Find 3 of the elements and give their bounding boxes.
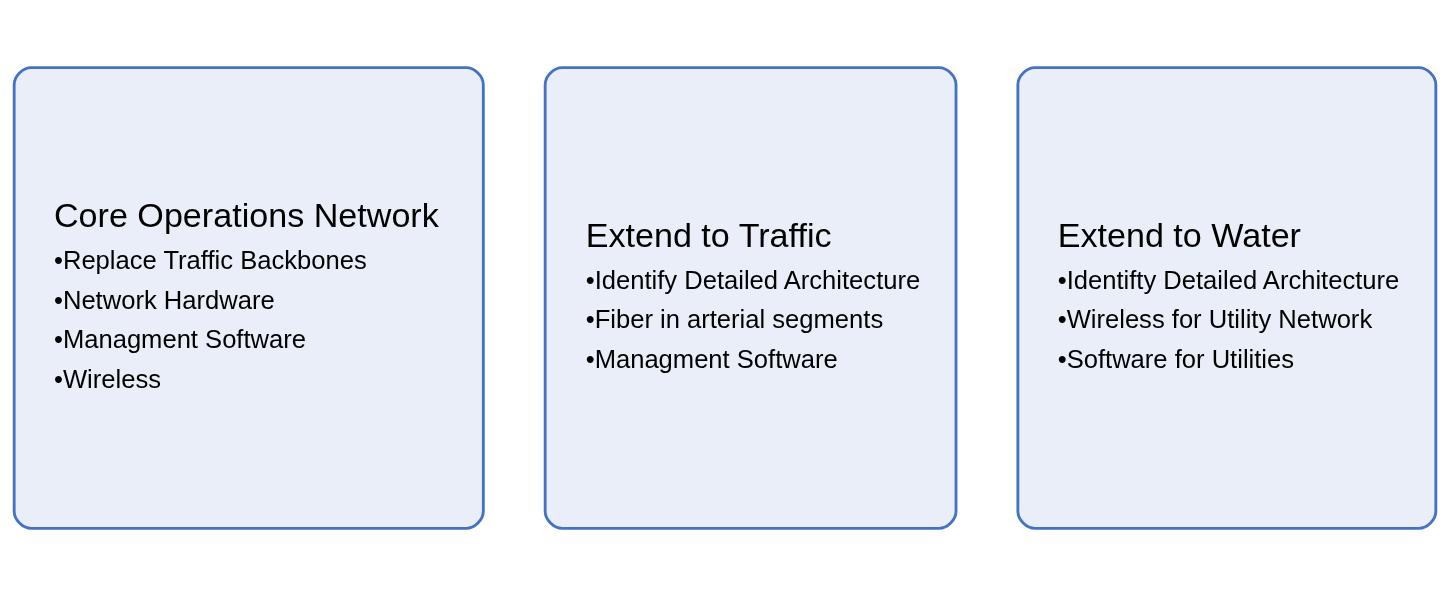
node-box: Extend to Traffic •Identify Detailed Architecture •Fiber in arterial segments •Managment Software: [543, 66, 958, 530]
node-box: Core Operations Network •Replace Traffic Backbones •Network Hardware •Managment Software •Wireless: [12, 66, 485, 530]
node-box: Extend to Water •Identifty Detailed Architecture •Wireless for Utility Network •Software for Utilities: [1016, 66, 1438, 530]
